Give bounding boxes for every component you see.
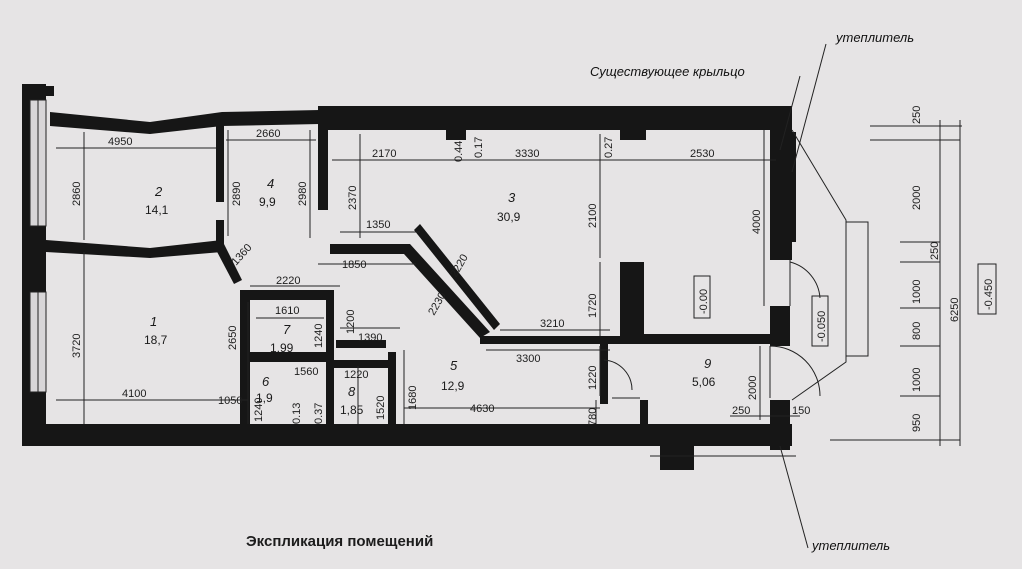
dim-2660: 2660: [256, 128, 280, 140]
dim-4000: 4000: [751, 210, 763, 234]
dim-1050: 1050: [218, 395, 242, 407]
dim-1520: 1520: [375, 396, 387, 420]
porch-label: Существующее крыльцо: [590, 64, 745, 79]
dim-1350: 1350: [366, 219, 390, 231]
dim-1220-a: 1220: [344, 369, 368, 381]
dim-r-800: 800: [911, 322, 923, 340]
dim-013: 0.13: [291, 403, 303, 424]
dim-r-250: 250: [911, 106, 923, 124]
dim-780: 780: [587, 408, 599, 426]
room-4-number: 4: [267, 176, 274, 191]
insulation-top-label: утеплитель: [835, 30, 914, 45]
dim-150: 150: [792, 405, 810, 417]
level-marks: -0.00 -0.050 -0.450: [693, 263, 997, 347]
dim-1390: 1390: [358, 332, 382, 344]
level-0450: -0.450: [983, 279, 995, 310]
room-5-number: 5: [450, 358, 458, 373]
room-7-number: 7: [283, 322, 291, 337]
level-0050: -0.050: [816, 311, 828, 342]
dim-2220-a: 2220: [448, 252, 471, 279]
room-1-area: 18,7: [144, 333, 168, 347]
dim-r-250-b: 250: [929, 242, 941, 260]
room-labels: 2 14,1 4 9,9 3 30,9 1 18,7 7 1,99 6 1,9 …: [144, 176, 716, 417]
room-6-number: 6: [262, 374, 270, 389]
dim-1360: 1360: [229, 242, 254, 268]
dimension-text: 4950 2660 2170 0.44 0.17 3330 0.27 2530 …: [71, 106, 961, 432]
dim-2220-b: 2220: [276, 275, 300, 287]
room-3-area: 30,9: [497, 210, 521, 224]
dim-3720: 3720: [71, 334, 83, 358]
room-6-area: 1,9: [256, 391, 273, 405]
dim-r-2000: 2000: [911, 186, 923, 210]
dim-1680: 1680: [407, 386, 419, 410]
dim-250: 250: [732, 405, 750, 417]
dim-1200: 1200: [345, 310, 357, 334]
dim-3300: 3300: [516, 353, 540, 365]
room-8-number: 8: [348, 384, 356, 399]
walls: [22, 84, 796, 470]
doors: [603, 261, 821, 399]
level-000: -0.00: [698, 289, 710, 314]
dim-027: 0.27: [603, 137, 615, 158]
left-windows: [29, 99, 47, 393]
dim-037: 0.37: [313, 403, 325, 424]
dim-1850: 1850: [342, 259, 366, 271]
room-1-number: 1: [150, 314, 157, 329]
room-3-number: 3: [508, 190, 516, 205]
dim-3330: 3330: [515, 148, 539, 160]
dim-r-950: 950: [911, 414, 923, 432]
room-7-area: 1,99: [270, 341, 294, 355]
room-2-number: 2: [154, 184, 163, 199]
dim-044: 0.44: [453, 141, 465, 162]
caption: Экспликация помещений: [246, 533, 433, 550]
porch-outline: [789, 129, 869, 401]
dim-2530: 2530: [690, 148, 714, 160]
dim-2370: 2370: [347, 186, 359, 210]
dim-1560: 1560: [294, 366, 318, 378]
room-9-area: 5,06: [692, 375, 716, 389]
room-9-number: 9: [704, 356, 711, 371]
dim-2100: 2100: [587, 204, 599, 228]
dim-2650: 2650: [227, 326, 239, 350]
dim-2170: 2170: [372, 148, 396, 160]
dim-1240-a: 1240: [313, 324, 325, 348]
room-8-area: 1,85: [340, 403, 364, 417]
dim-2230: 2230: [426, 290, 449, 317]
dimension-lines: [56, 43, 962, 549]
dim-r-1000-b: 1000: [911, 368, 923, 392]
insulation-bottom-label: утеплитель: [811, 538, 890, 553]
dim-017: 0.17: [473, 137, 485, 158]
dim-3210: 3210: [540, 318, 564, 330]
dim-4100: 4100: [122, 388, 146, 400]
room-5-area: 12,9: [441, 379, 465, 393]
dim-r-6250: 6250: [949, 298, 961, 322]
dim-1720: 1720: [587, 294, 599, 318]
dim-4630: 4630: [470, 403, 494, 415]
dim-2860: 2860: [71, 182, 83, 206]
dim-1240-b: 1240: [253, 398, 265, 422]
dim-2000-a: 2000: [747, 376, 759, 400]
dim-2890: 2890: [231, 182, 243, 206]
room-4-area: 9,9: [259, 195, 276, 209]
dim-1220-b: 1220: [587, 366, 599, 390]
dim-r-1000-a: 1000: [911, 280, 923, 304]
room-2-area: 14,1: [145, 203, 169, 217]
dim-4950: 4950: [108, 136, 132, 148]
dim-2980: 2980: [297, 182, 309, 206]
dim-1610: 1610: [275, 305, 299, 317]
annotations: утеплитель Существующее крыльцо утеплите…: [246, 30, 914, 553]
